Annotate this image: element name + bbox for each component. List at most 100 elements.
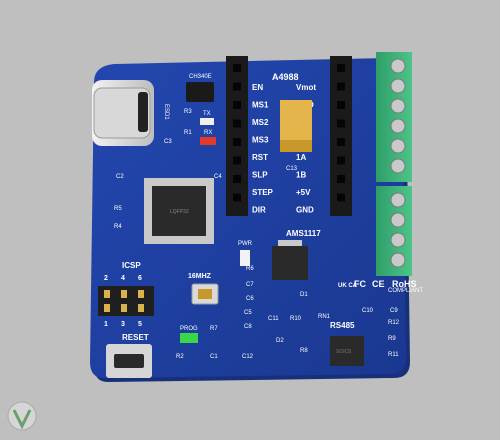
header-right-label: Vmot bbox=[296, 83, 316, 92]
header-left-label: SLP bbox=[252, 171, 268, 180]
rx-label: RX bbox=[204, 130, 212, 136]
icsp-pin-number: 6 bbox=[138, 275, 142, 282]
header-pin-hole bbox=[233, 119, 241, 128]
ref-r8-label: R8 bbox=[300, 348, 308, 354]
ref-c7-label: C7 bbox=[246, 282, 254, 288]
header-left-label: MS1 bbox=[252, 101, 269, 110]
r1-label: R1 bbox=[184, 130, 192, 136]
c13-label: C13 bbox=[286, 166, 298, 172]
terminal-screw bbox=[390, 158, 406, 174]
crystal-16mhz: 16MHZ bbox=[188, 273, 219, 305]
reg-label: AMS1117 bbox=[286, 229, 321, 238]
ref-r10-label: R10 bbox=[290, 316, 302, 322]
crystal-label: 16MHZ bbox=[188, 273, 212, 280]
cert-mark: RoHS bbox=[392, 279, 417, 289]
cert-mark: UK CA bbox=[338, 283, 358, 289]
header-pin-hole bbox=[233, 156, 241, 165]
led-tx: TX bbox=[200, 111, 214, 125]
led-prog: PROG bbox=[180, 326, 198, 343]
header-left-label: STEP bbox=[252, 188, 274, 197]
r5-label: R5 bbox=[114, 206, 122, 212]
terminal-screw bbox=[390, 78, 406, 94]
ams1117-regulator: AMS1117 bbox=[272, 229, 321, 280]
r6-label: R6 bbox=[246, 266, 254, 272]
header-pin-holes bbox=[233, 64, 345, 202]
header-pin-hole bbox=[337, 138, 345, 146]
terminal-screw bbox=[390, 212, 406, 228]
header-pin-hole bbox=[233, 175, 241, 183]
ref-c10-label: C10 bbox=[362, 308, 374, 314]
tx-label: TX bbox=[203, 111, 211, 117]
ref-rn1-label: RN1 bbox=[318, 314, 331, 320]
icsp-pin-number: 4 bbox=[121, 275, 125, 282]
r4-label: R4 bbox=[114, 224, 122, 230]
c3-label: C3 bbox=[164, 139, 172, 145]
icsp-pins bbox=[104, 290, 144, 312]
icsp-pin-number: 2 bbox=[104, 275, 108, 282]
header-pin-hole bbox=[337, 101, 345, 109]
header-pin-hole bbox=[233, 138, 241, 146]
header-left-label: MS3 bbox=[252, 136, 269, 145]
header-pin-hole bbox=[337, 193, 345, 202]
icsp-pin bbox=[121, 290, 127, 298]
header-right-label: GND bbox=[296, 206, 314, 215]
header-pin-hole bbox=[337, 64, 345, 72]
ref-c1-label: C1 bbox=[210, 354, 218, 360]
c13-capacitor: C13 bbox=[280, 100, 312, 172]
rs485-chip: SOIC8 RS485 bbox=[330, 321, 364, 366]
icsp-pin bbox=[138, 304, 144, 312]
header-pin-hole bbox=[337, 82, 345, 91]
cert-mark: CE bbox=[372, 279, 385, 289]
header-pin-hole bbox=[233, 82, 241, 91]
ref-r12-label: R12 bbox=[388, 320, 400, 326]
terminal-screw bbox=[390, 58, 406, 74]
terminal-screw bbox=[390, 232, 406, 248]
ref-c9-label: C9 bbox=[390, 308, 398, 314]
ref-d1-label: D1 bbox=[300, 292, 308, 298]
header-right-label: 1A bbox=[296, 153, 306, 162]
led-pwr: PWR bbox=[238, 241, 253, 266]
header-pin-hole bbox=[337, 156, 345, 165]
mcu-label: LQFP32 bbox=[170, 209, 189, 215]
ref-r7-label: R7 bbox=[210, 326, 218, 332]
terminal-screws bbox=[390, 58, 406, 268]
reset-button[interactable]: RESET bbox=[106, 333, 152, 378]
pwr-label: PWR bbox=[238, 241, 253, 247]
ref-r2-label: R2 bbox=[176, 354, 184, 360]
ref-r11-label: R11 bbox=[388, 352, 399, 358]
rs485-chip-label: SOIC8 bbox=[336, 349, 351, 355]
cert-mark: FC bbox=[354, 279, 366, 289]
terminal-screw bbox=[390, 138, 406, 154]
ref-c6-label: C6 bbox=[246, 296, 254, 302]
header-pin-hole bbox=[233, 193, 241, 202]
c2-label: C2 bbox=[116, 174, 124, 180]
ref-r9-label: R9 bbox=[388, 336, 396, 342]
header-pin-hole bbox=[233, 101, 241, 109]
icsp-pin bbox=[104, 290, 110, 298]
esd1-label: ESD1 bbox=[163, 104, 169, 120]
header-left bbox=[226, 56, 248, 216]
ref-c12-label: C12 bbox=[242, 354, 254, 360]
header-pin-hole bbox=[337, 119, 345, 128]
terminal-screw bbox=[390, 192, 406, 208]
icsp-pin bbox=[121, 304, 127, 312]
driver-label: A4988 bbox=[272, 72, 299, 82]
icsp-pin bbox=[138, 290, 144, 298]
terminal-screw bbox=[390, 118, 406, 134]
rs485-label: RS485 bbox=[330, 321, 355, 330]
header-right-label: +5V bbox=[296, 188, 311, 197]
mcu-chip: LQFP32 bbox=[144, 178, 214, 244]
ref-d2-label: D2 bbox=[276, 338, 284, 344]
ch340e-chip: CH340E bbox=[186, 74, 214, 102]
ref-c11-label: C11 bbox=[268, 316, 279, 322]
r3-label: R3 bbox=[184, 109, 192, 115]
terminal-screw bbox=[390, 98, 406, 114]
reset-label: RESET bbox=[122, 333, 149, 342]
ch340e-label: CH340E bbox=[189, 74, 212, 80]
header-pin-hole bbox=[233, 64, 241, 72]
header-right-label: 1B bbox=[296, 171, 306, 180]
